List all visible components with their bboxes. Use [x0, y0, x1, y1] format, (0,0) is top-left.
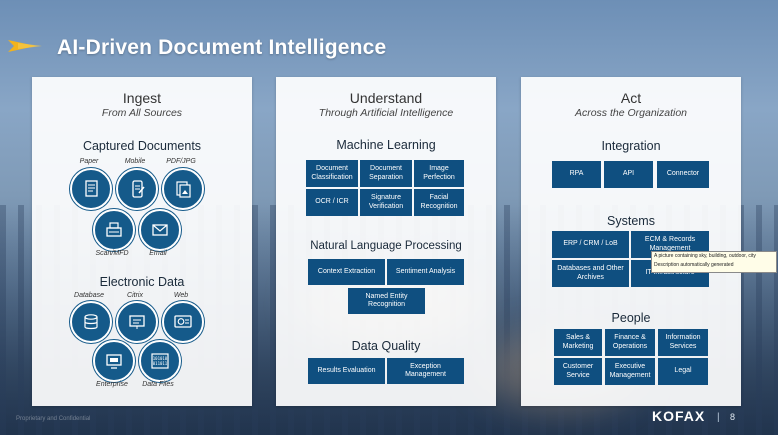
understand-subtitle: Through Artificial Intelligence: [318, 107, 454, 119]
web-icon: [162, 301, 204, 343]
act-title: Act: [620, 90, 642, 106]
api-box: API: [604, 161, 653, 188]
paper-icon: [70, 168, 112, 210]
connector-box: Connector: [657, 161, 709, 188]
people-heading: People: [611, 311, 651, 325]
ocr-icr-box: OCR / ICR: [306, 189, 358, 216]
databases-archives-box: Databases and Other Archives: [552, 260, 629, 287]
act-panel: Act Across the Organization Integration …: [521, 77, 741, 406]
footer-separator: |: [717, 412, 720, 423]
image-perfection-box: Image Perfection: [414, 160, 464, 187]
rpa-box: RPA: [552, 161, 601, 188]
page-title: AI-Driven Document Intelligence: [57, 36, 387, 59]
signature-verification-box: Signature Verification: [360, 189, 412, 216]
alt-text-tooltip: A picture containing sky, building, outd…: [651, 251, 777, 273]
web-label: Web: [173, 292, 189, 299]
understand-panel: Understand Through Artificial Intelligen…: [276, 77, 496, 406]
pdf-jpg-icon: [162, 168, 204, 210]
mobile-icon: [116, 168, 158, 210]
paper-label: Paper: [79, 158, 99, 165]
customer-service-box: Customer Service: [554, 358, 602, 385]
ingest-subtitle: From All Sources: [101, 107, 183, 119]
finance-operations-box: Finance & Operations: [605, 329, 655, 356]
electronic-data-heading: Electronic Data: [99, 275, 185, 289]
pdf-jpg-label: PDF/JPG: [166, 158, 196, 165]
executive-management-box: Executive Management: [605, 358, 655, 385]
enterprise-label: Enterprise: [96, 381, 128, 388]
systems-heading: Systems: [607, 214, 655, 228]
scan-mfd-label: Scan/MFD: [95, 250, 129, 257]
act-subtitle: Across the Organization: [574, 107, 688, 119]
citrix-icon: [116, 301, 158, 343]
results-evaluation-box: Results Evaluation: [308, 358, 385, 384]
svg-text:011011: 011011: [153, 361, 168, 366]
ingest-title: Ingest: [122, 90, 162, 106]
tooltip-description: A picture containing sky, building, outd…: [654, 253, 756, 259]
machine-learning-heading: Machine Learning: [336, 138, 436, 152]
footer-confidential: Proprietary and Confidential: [16, 416, 91, 422]
erp-crm-lob-box: ERP / CRM / LoB: [552, 231, 629, 258]
sentiment-analysis-box: Sentiment Analysis: [387, 259, 464, 285]
citrix-label: Citrix: [127, 292, 143, 299]
information-services-box: Information Services: [658, 329, 708, 356]
mobile-label: Mobile: [124, 158, 146, 165]
page-number: 8: [730, 412, 736, 422]
integration-heading: Integration: [601, 139, 661, 153]
understand-title: Understand: [349, 90, 423, 106]
captured-documents-heading: Captured Documents: [82, 139, 202, 153]
svg-text:101010: 101010: [153, 356, 168, 361]
kofax-chevron-icon: [8, 37, 48, 55]
exception-management-box: Exception Management: [387, 358, 464, 384]
named-entity-recognition-box: Named Entity Recognition: [348, 288, 425, 314]
ingest-panel: Ingest From All Sources Captured Documen…: [32, 77, 252, 406]
document-separation-box: Document Separation: [360, 160, 412, 187]
kofax-logo: KOFAX: [652, 408, 706, 424]
tooltip-note: Description automatically generated: [654, 262, 734, 268]
scan-mfd-icon: [93, 209, 135, 251]
context-extraction-box: Context Extraction: [308, 259, 385, 285]
sales-marketing-box: Sales & Marketing: [554, 329, 602, 356]
nlp-heading: Natural Language Processing: [310, 240, 462, 252]
enterprise-icon: [93, 340, 135, 382]
document-classification-box: Document Classification: [306, 160, 358, 187]
database-label: Database: [74, 292, 104, 299]
database-icon: [70, 301, 112, 343]
legal-box: Legal: [658, 358, 708, 385]
data-quality-heading: Data Quality: [351, 339, 421, 353]
facial-recognition-box: Facial Recognition: [414, 189, 464, 216]
email-label: Email: [149, 250, 167, 257]
email-icon: [139, 209, 181, 251]
data-files-label: Data Files: [142, 381, 174, 388]
